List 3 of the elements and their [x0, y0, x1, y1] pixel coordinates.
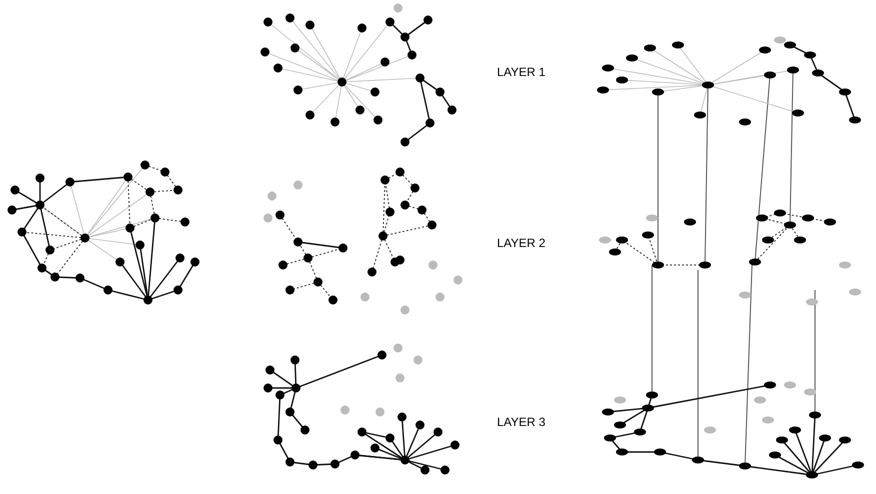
layer-label: LAYER 2 — [497, 237, 546, 249]
layer-label: LAYER 3 — [497, 416, 546, 428]
layer-label: LAYER 1 — [497, 66, 546, 78]
